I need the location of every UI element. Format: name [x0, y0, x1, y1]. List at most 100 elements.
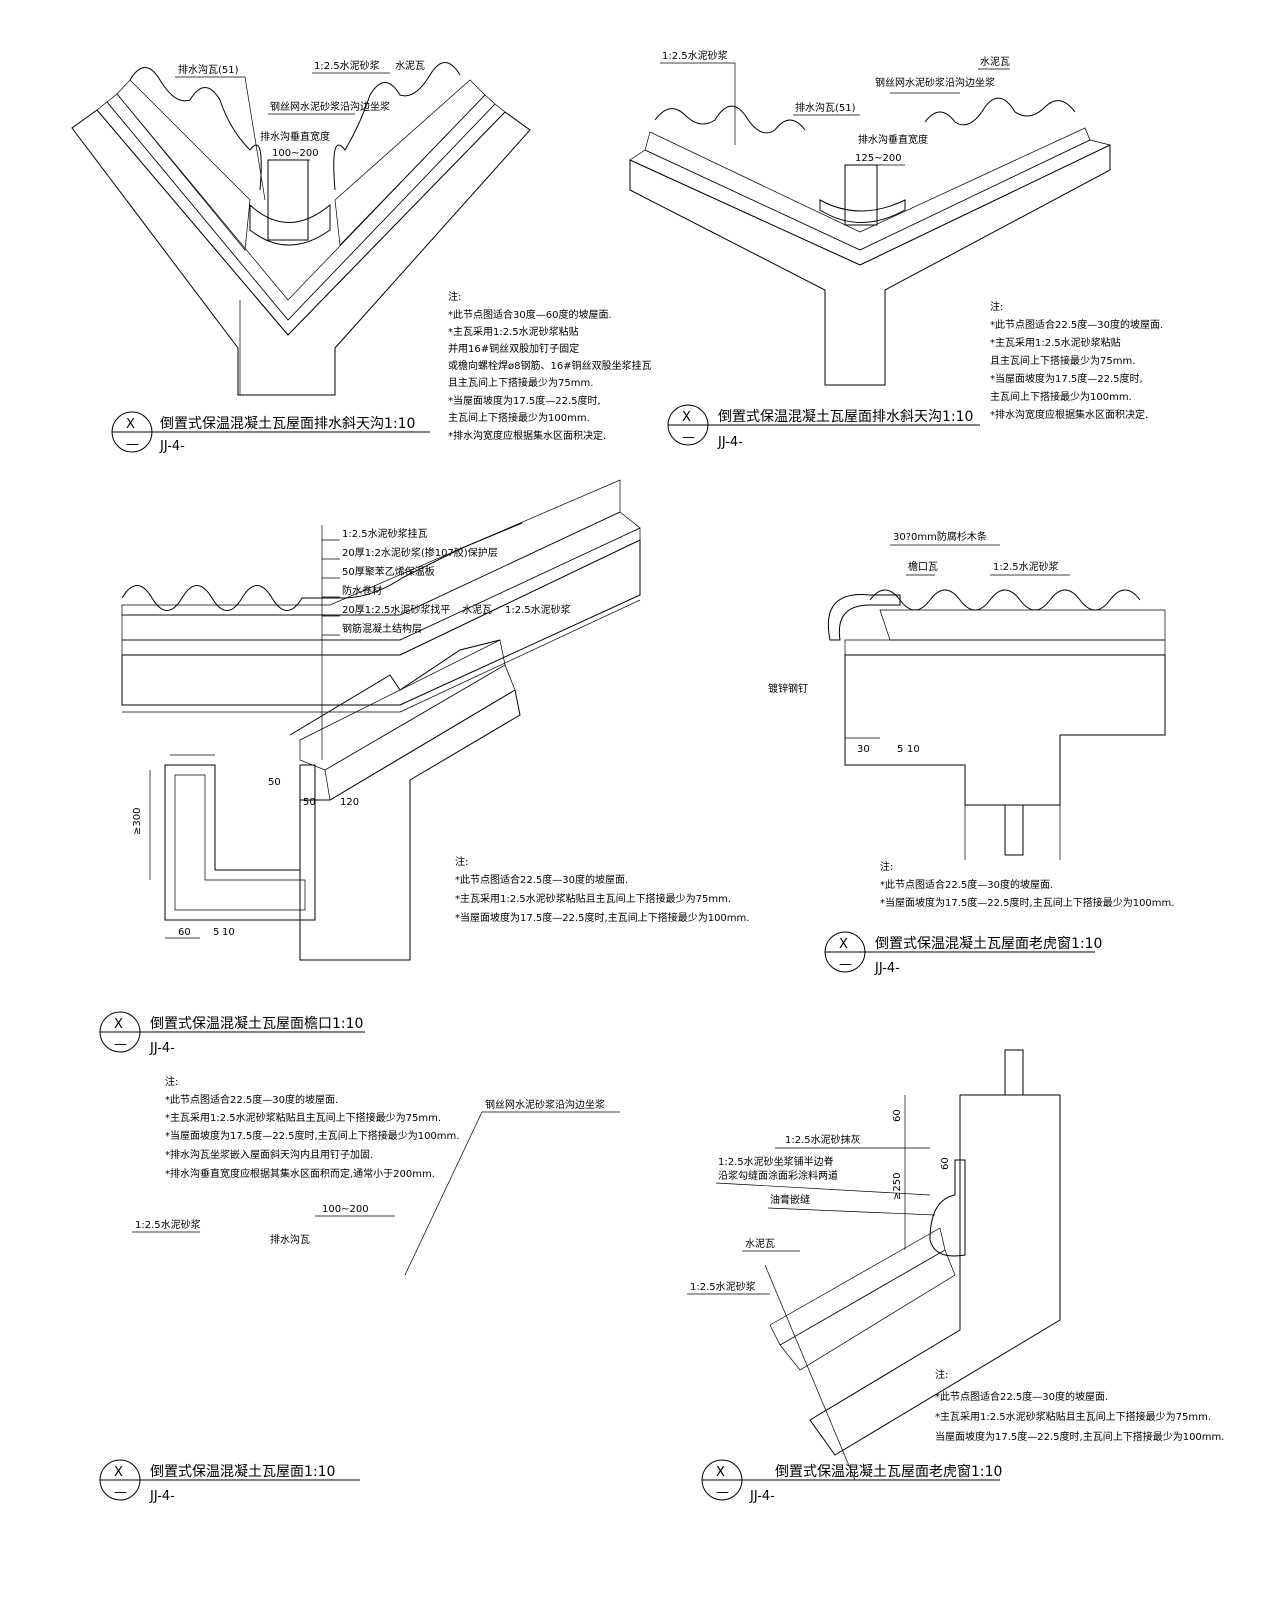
label: 1:2.5水泥砂浆: [135, 1218, 201, 1231]
detail-roof: 1:2.5水泥砂浆 排水沟瓦 100~200 钢丝网水泥砂浆沿沟边坐浆 注: *…: [99, 479, 641, 1504]
label: 镀锌钢钉: [768, 682, 808, 695]
label: 排水沟瓦(51): [795, 101, 856, 114]
note: *主瓦采用1:2.5水泥砂浆粘贴: [990, 336, 1121, 349]
dimension: 120: [340, 797, 359, 808]
batten-layer-right: [334, 79, 486, 246]
label: 1:2.5水泥砂抹灰: [785, 1133, 861, 1146]
notes: 注: *此节点图适合30度—60度的坡屋面. *主瓦采用1:2.5水泥砂浆粘贴 …: [448, 290, 652, 442]
note: *此节点图适合22.5度—30度的坡屋面.: [990, 318, 1163, 331]
label: 排水沟垂直宽度: [260, 130, 330, 143]
detail-dormer-side: 1:2.5水泥砂抹灰 1:2.5水泥砂坐浆铺半边脊 沿浆勾缝面涂面彩涂料两道 油…: [687, 1049, 1224, 1504]
sheet-ref: JJ-4-: [874, 961, 900, 976]
note: 且主瓦间上下搭接最少为75mm.: [990, 354, 1135, 367]
gutter-channel: [844, 164, 878, 226]
detail-number: X: [682, 410, 691, 425]
concrete-wall: [809, 1094, 1061, 1456]
dimension: ≥250: [892, 1173, 903, 1200]
mortar-layer: [769, 1227, 946, 1346]
notes: 注: *此节点图适合22.5度—30度的坡屋面. *主瓦采用1:2.5水泥砂浆粘…: [990, 300, 1163, 421]
note: *当屋面坡度为17.5度—22.5度时,主瓦间上下搭接最少为100mm.: [455, 911, 749, 924]
notes-heading: 注:: [455, 855, 468, 868]
dimension: 60: [178, 927, 191, 938]
dimensions: 30 5 10: [845, 737, 920, 755]
detail-title: 倒置式保温混凝土瓦屋面檐口1:10: [150, 1016, 363, 1032]
label: 1:2.5水泥砂浆: [314, 59, 380, 72]
note: *此节点图适合22.5度—30度的坡屋面.: [455, 873, 628, 886]
notes-heading: 注:: [448, 290, 461, 303]
sheet-ref: JJ-4-: [717, 435, 743, 450]
note: 且主瓦间上下搭接最少为75mm.: [448, 376, 593, 389]
label: 1:2.5水泥砂浆: [662, 49, 728, 62]
note: *主瓦采用1:2.5水泥砂浆粘贴且主瓦间上下搭接最少为75mm.: [935, 1410, 1211, 1423]
gutter-tile: [819, 199, 906, 223]
notes: 注: *此节点图适合22.5度—30度的坡屋面. *主瓦采用1:2.5水泥砂浆粘…: [455, 855, 749, 924]
detail-title: 倒置式保温混凝土瓦屋面排水斜天沟1:10: [718, 409, 973, 425]
label: 檐口瓦: [908, 560, 938, 573]
dimensions: 50 50 120 ≥300 60 5 10: [132, 770, 359, 939]
detail-valley-gutter-1: 排水沟瓦(51) 1:2.5水泥砂浆 水泥瓦 钢丝网水泥砂浆沿沟边坐浆 排水沟垂…: [71, 59, 652, 454]
dimension: 100~200: [272, 148, 319, 159]
label: 排水沟瓦: [270, 1233, 310, 1246]
label: 1:2.5水泥砂坐浆铺半边脊: [718, 1155, 834, 1168]
detail-title: 倒置式保温混凝土瓦屋面1:10: [150, 1464, 335, 1480]
notes-heading: 注:: [165, 1075, 178, 1088]
roof-tiles: [869, 589, 1141, 611]
roof-tiles-left: [654, 105, 806, 134]
note: *排水沟宽度应根据集水区面积决定.: [448, 429, 606, 442]
gutter-tile: [249, 203, 331, 246]
eave-tile: [827, 594, 901, 641]
note: 主瓦间上下搭接最少为100mm.: [990, 390, 1132, 403]
note: *此节点图适合30度—60度的坡屋面.: [448, 308, 612, 321]
concrete-slab: [844, 654, 1166, 806]
note: *排水沟宽度应根据集水区面积决定.: [990, 408, 1148, 421]
note: 或檐向螺栓焊ø8钢筋、16#铜丝双股坐浆挂瓦: [448, 359, 652, 372]
label: 油膏嵌缝: [770, 1193, 810, 1206]
note: *当屋面坡度为17.5度—22.5度时,主瓦间上下搭接最少为100mm.: [880, 896, 1174, 909]
roof-tiles-right: [924, 97, 1076, 126]
gutter-inner: [174, 774, 306, 911]
insulation-layer: [324, 664, 516, 801]
note: 并用16#铜丝双股加钉子固定: [448, 342, 579, 355]
dimension: 60: [940, 1157, 951, 1170]
note: *排水沟垂直宽度应根据其集水区面积而定,通常小于200mm.: [165, 1167, 435, 1180]
dimension: 50: [303, 797, 316, 808]
detail-title: 倒置式保温混凝土瓦屋面排水斜天沟1:10: [160, 416, 415, 432]
detail-number: X: [126, 417, 135, 432]
note: *此节点图适合22.5度—30度的坡屋面.: [880, 878, 1053, 891]
notes-heading: 注:: [935, 1368, 948, 1381]
gutter-section: [164, 764, 316, 921]
sheet-number: —: [682, 430, 695, 445]
detail-number: X: [114, 1465, 123, 1480]
dimension: 5: [897, 744, 903, 755]
label: 钢丝网水泥砂浆沿沟边坐浆: [485, 1098, 605, 1111]
sheet-number: —: [114, 1485, 127, 1500]
label: 1:2.5水泥砂浆: [505, 603, 571, 616]
detail-title: 倒置式保温混凝土瓦屋面老虎窗1:10: [775, 1463, 1002, 1480]
sheet-number: —: [114, 1037, 127, 1052]
leader: [404, 1111, 483, 1276]
leader: [244, 76, 266, 201]
note: *主瓦采用1:2.5水泥砂浆粘贴且主瓦间上下搭接最少为75mm.: [165, 1111, 441, 1124]
label: 钢丝网水泥砂浆沿沟边坐浆: [270, 100, 390, 113]
sheet-ref: JJ-4-: [159, 439, 185, 454]
note: 当屋面坡度为17.5度—22.5度时,主瓦间上下搭接最少为100mm.: [935, 1430, 1224, 1443]
notes: 注: *此节点图适合22.5度—30度的坡屋面. *主瓦采用1:2.5水泥砂浆粘…: [935, 1368, 1224, 1443]
flashing-fillet: [929, 1159, 966, 1257]
window-frame: [1004, 804, 1024, 856]
label: 1:2.5水泥砂浆: [993, 560, 1059, 573]
sheet-number: —: [839, 957, 852, 972]
label: 30?0mm防腐杉木条: [893, 530, 987, 543]
note: *主瓦采用1:2.5水泥砂浆粘贴且主瓦间上下搭接最少为75mm.: [455, 892, 731, 905]
batten-layer: [116, 79, 251, 251]
notes-heading: 注:: [990, 300, 1003, 313]
detail-number: X: [114, 1017, 123, 1032]
sheet-number: —: [126, 437, 139, 452]
note: *主瓦采用1:2.5水泥砂浆粘贴: [448, 325, 579, 338]
gutter-channel: [267, 159, 309, 241]
dimension: ≥300: [132, 808, 143, 835]
roof-tiles-right: [333, 62, 461, 191]
dimension: 10: [222, 927, 235, 938]
note: *此节点图适合22.5度—30度的坡屋面.: [165, 1093, 338, 1106]
layer-labels: 1:2.5水泥砂浆挂瓦 20厚1:2水泥砂浆(掺107胶)保护层 50厚聚苯乙烯…: [322, 527, 571, 636]
label: 水泥瓦: [980, 55, 1010, 68]
